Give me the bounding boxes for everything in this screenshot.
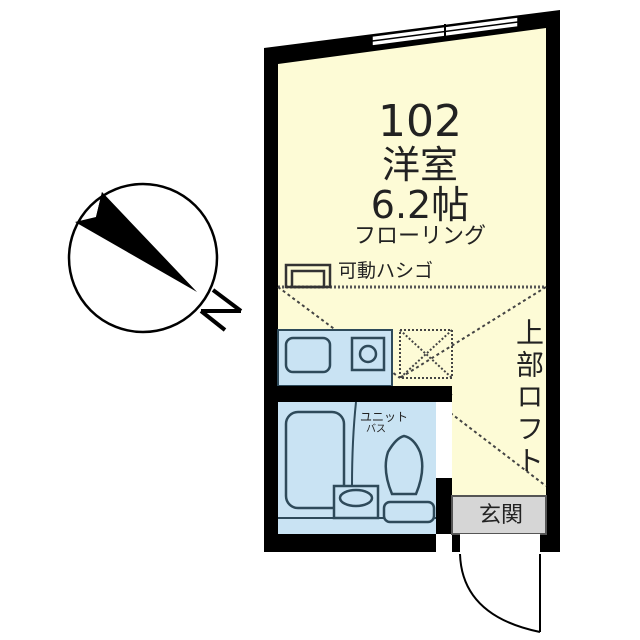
compass-icon [67, 182, 243, 334]
loft-label: 上部ロフト [512, 318, 545, 478]
ladder-label: 可動ハシゴ [338, 260, 434, 282]
north-letter-icon [199, 288, 243, 332]
shower-curtain [351, 401, 357, 487]
stove-icon [350, 336, 386, 372]
door-icon[interactable] [459, 553, 541, 633]
bathtub-icon [284, 410, 346, 510]
toilet-icon [384, 434, 424, 496]
room-size: 6.2帖 [370, 183, 470, 227]
western-room [278, 28, 546, 496]
ladder-icon [284, 263, 332, 289]
unit-bath-label-2: バス [366, 424, 386, 435]
flooring-label: フローリング [353, 224, 486, 249]
room-type: 洋室 [381, 143, 458, 187]
sink-icon [284, 336, 332, 374]
entrance-label: 玄関 [478, 503, 523, 528]
unit-number: 102 [378, 96, 462, 147]
unit-bath-label: ユニット [360, 410, 409, 424]
window [371, 16, 519, 47]
fridge-space [399, 329, 453, 379]
